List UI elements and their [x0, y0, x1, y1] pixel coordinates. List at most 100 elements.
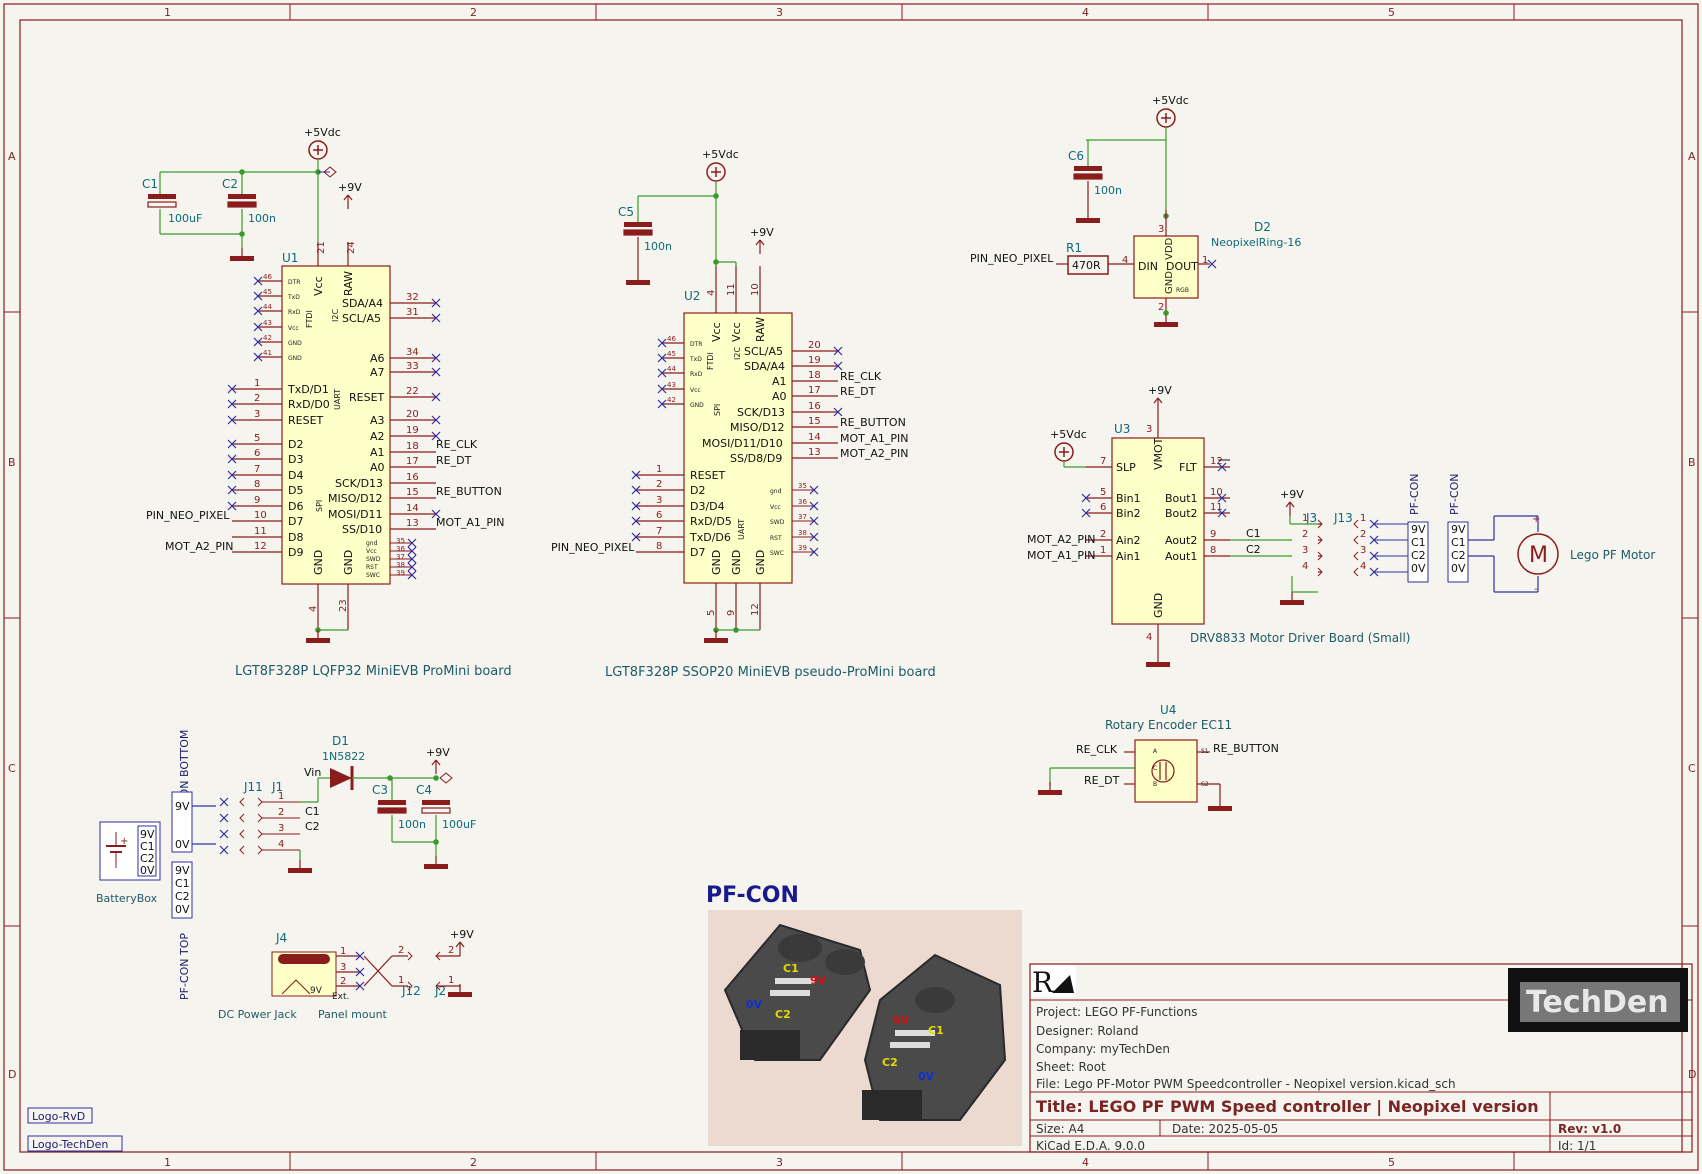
u1-pin-num: 7 — [254, 464, 260, 475]
u2-pin-num: 37 — [798, 513, 807, 521]
capacitor-plate — [377, 807, 407, 814]
no-connect — [809, 532, 819, 542]
u3-pin-name: Aout1 — [1165, 550, 1197, 563]
motor-plus: + — [1532, 514, 1540, 525]
no-connect — [407, 562, 417, 572]
d1-value: 1N5822 — [322, 750, 365, 763]
u2-pin-name: GND — [754, 550, 767, 575]
power-arrow — [459, 941, 465, 948]
u2-net-re-dt: RE_DT — [840, 385, 876, 398]
cap-value: 100n — [248, 212, 276, 225]
u2-pin-name: RxD — [690, 371, 703, 378]
u1-pin-name: MISO/D12 — [328, 492, 383, 505]
u1-pin-name: GND — [312, 550, 325, 575]
battery-pin-label: C2 — [140, 852, 155, 865]
wire — [363, 955, 393, 987]
j13-pin-icon — [1353, 519, 1359, 529]
u1-pin-num: 16 — [406, 472, 419, 483]
u2-pin-name: SS/D8/D9 — [730, 452, 782, 465]
u4-pin-b: B — [1153, 781, 1157, 788]
pfcon-pin-label: 9V — [1411, 523, 1426, 536]
no-connect — [355, 951, 365, 961]
u1-pin-name: TxD/D1 — [287, 383, 329, 396]
u4-description: Rotary Encoder EC11 — [1105, 718, 1232, 732]
ground-icon — [288, 868, 312, 873]
u2-pin-name: RST — [770, 535, 782, 542]
u2-pin-num: 3 — [656, 495, 662, 506]
frame-outer — [3, 3, 1699, 1171]
pfcon-box — [1407, 521, 1429, 583]
battery-pin-label: 0V — [140, 864, 155, 877]
no-connect — [407, 554, 417, 564]
battery-pins — [137, 825, 157, 877]
frame-row-label: A — [8, 150, 16, 163]
u2-ref: U2 — [684, 289, 700, 303]
u1-pin-num: 37 — [396, 553, 405, 561]
u1-net-re-dt: RE_DT — [436, 454, 472, 467]
u1-pin-num: 22 — [406, 386, 419, 397]
u1-pin-name: D7 — [288, 515, 303, 528]
tb-kicad: KiCad E.D.A. 9.0.0 — [1036, 1139, 1145, 1153]
power-arrow — [1153, 397, 1159, 404]
u2-group-uart: UART — [737, 519, 746, 540]
pfcon-pin-label: C1 — [1411, 536, 1426, 549]
u1-pin-num: 43 — [263, 319, 272, 327]
cap-ref: C6 — [1068, 149, 1084, 163]
u3-pin-name: GND — [1152, 593, 1165, 618]
u1-ref: U1 — [282, 251, 298, 265]
cap-ref: C3 — [372, 783, 388, 797]
j1-net-c2: C2 — [305, 820, 320, 833]
r1-net-neo: PIN_NEO_PIXEL — [970, 252, 1054, 265]
u1-pin-num: 31 — [406, 307, 419, 318]
u4-ref: U4 — [1160, 703, 1176, 717]
u3-pin-num: 5 — [1100, 487, 1106, 498]
power-label: +9V — [450, 928, 474, 941]
u1-net-neo: PIN_NEO_PIXEL — [146, 509, 230, 522]
pfcon-pin-label: 9V — [175, 864, 190, 877]
u3-ref: U3 — [1114, 422, 1130, 436]
no-connect — [657, 384, 667, 394]
u1-pin-num: 21 — [316, 241, 327, 254]
u4-net-re-dt: RE_DT — [1084, 774, 1120, 787]
no-connect — [407, 538, 417, 548]
u3-pin-name: SLP — [1116, 461, 1136, 474]
power-label: +9V — [1148, 384, 1172, 397]
j13-pin-num: 4 — [1360, 561, 1366, 572]
u2-pin-num: 13 — [808, 447, 821, 458]
u2-pin-name: A0 — [772, 390, 787, 403]
junction-dot — [433, 839, 439, 845]
ground-icon — [1154, 322, 1178, 327]
power-label: +5Vdc — [1050, 428, 1087, 441]
u2-net-mot-a2: MOT_A2_PIN — [840, 447, 909, 460]
motor-minus: - — [1534, 584, 1538, 595]
u2-pin-num: 45 — [667, 350, 676, 358]
u1-pin-name: RESET — [349, 391, 385, 404]
j3-pin-num: 3 — [1302, 545, 1308, 556]
frame-col-label: 3 — [776, 6, 783, 19]
u1-pin-num: 6 — [254, 448, 260, 459]
u1-pin-name: GND — [288, 355, 302, 362]
j2-pin-num: 1 — [448, 975, 454, 986]
u1-pin-name: D8 — [288, 531, 303, 544]
pfcon-pin-label: 0V — [175, 838, 190, 851]
u2-pin-name: RESET — [690, 469, 726, 482]
no-connect — [227, 501, 237, 511]
u1-pin-name: SWD — [366, 556, 381, 563]
d2-pin-dout: DOUT — [1166, 260, 1198, 273]
battery-pin-label: C1 — [140, 840, 155, 853]
j1-net-c1: C1 — [305, 805, 320, 818]
junction-dot — [733, 627, 739, 633]
no-connect — [219, 797, 229, 807]
power-label: +5Vdc — [304, 126, 341, 139]
cap-value: 100uF — [168, 212, 202, 225]
diode-icon — [330, 768, 352, 788]
power-flag-icon — [323, 166, 337, 178]
motor-icon — [1517, 533, 1559, 575]
u2-pin-name: SWD — [770, 519, 785, 526]
u3-pin-num: 3 — [1146, 424, 1152, 435]
battery-plus: + — [120, 836, 128, 847]
j13-pin-num: 1 — [1360, 513, 1366, 524]
u2-pin-num: 43 — [667, 381, 676, 389]
u3-net-mot-a1: MOT_A1_PIN — [1027, 549, 1096, 562]
u3-pin-num: 6 — [1100, 502, 1106, 513]
